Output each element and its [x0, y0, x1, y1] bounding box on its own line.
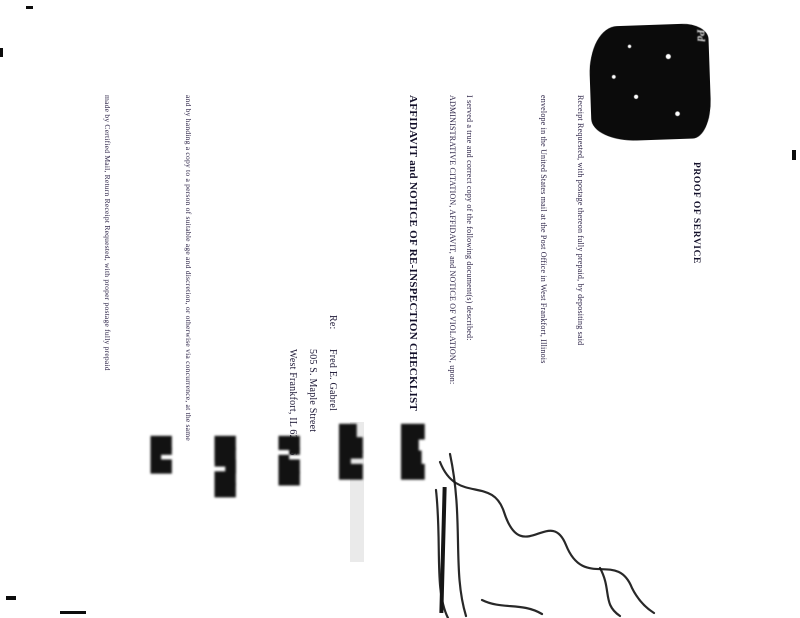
scan-speck — [26, 6, 33, 9]
re-label: Re: — [327, 315, 338, 330]
addressee-block: Re: Fred E. Gabrel 505 S. Maple Street We… — [282, 315, 342, 455]
notice-line: AFFIDAVIT and NOTICE OF RE-INSPECTION CH… — [407, 95, 419, 412]
body-line-4: ADMINISTRATIVE CITATION, AFFIDAVIT, and … — [448, 95, 457, 385]
illegible-handwriting-3: ██▛██ — [214, 436, 235, 496]
addressee-name: Fred E. Gabrel — [327, 349, 338, 411]
body-line-1: Receipt Requested, with postage thereon … — [576, 95, 585, 346]
illegible-handwriting-4: █▙█ — [150, 436, 171, 472]
document-title: PROOF OF SERVICE — [691, 162, 701, 264]
body-line-3: I served a true and correct copy of the … — [465, 95, 474, 341]
scan-speck — [6, 596, 16, 600]
body-line-6: made by Certified Mail, Return Receipt R… — [103, 95, 112, 371]
illegible-handwriting-2: █▚██ — [278, 436, 299, 484]
ink-stamp-text: Pd — [694, 29, 707, 42]
body-line-2: envelope in the United States mail at th… — [539, 95, 548, 364]
scan-speck — [0, 48, 3, 57]
addressee-city: West Frankfort, IL 62896 — [287, 349, 298, 456]
ink-stamp: Pd — [588, 22, 712, 143]
addressee-street: 505 S. Maple Street — [307, 349, 318, 433]
illegible-handwriting-date: █▆▇█ — [401, 424, 425, 478]
body-line-5: and by handing a copy to a person of sui… — [184, 95, 193, 441]
illegible-handwriting-1: ▆█▙█ — [339, 424, 363, 478]
scan-speck — [792, 150, 796, 160]
signature-scribble — [434, 452, 656, 618]
scan-speck — [60, 611, 86, 614]
